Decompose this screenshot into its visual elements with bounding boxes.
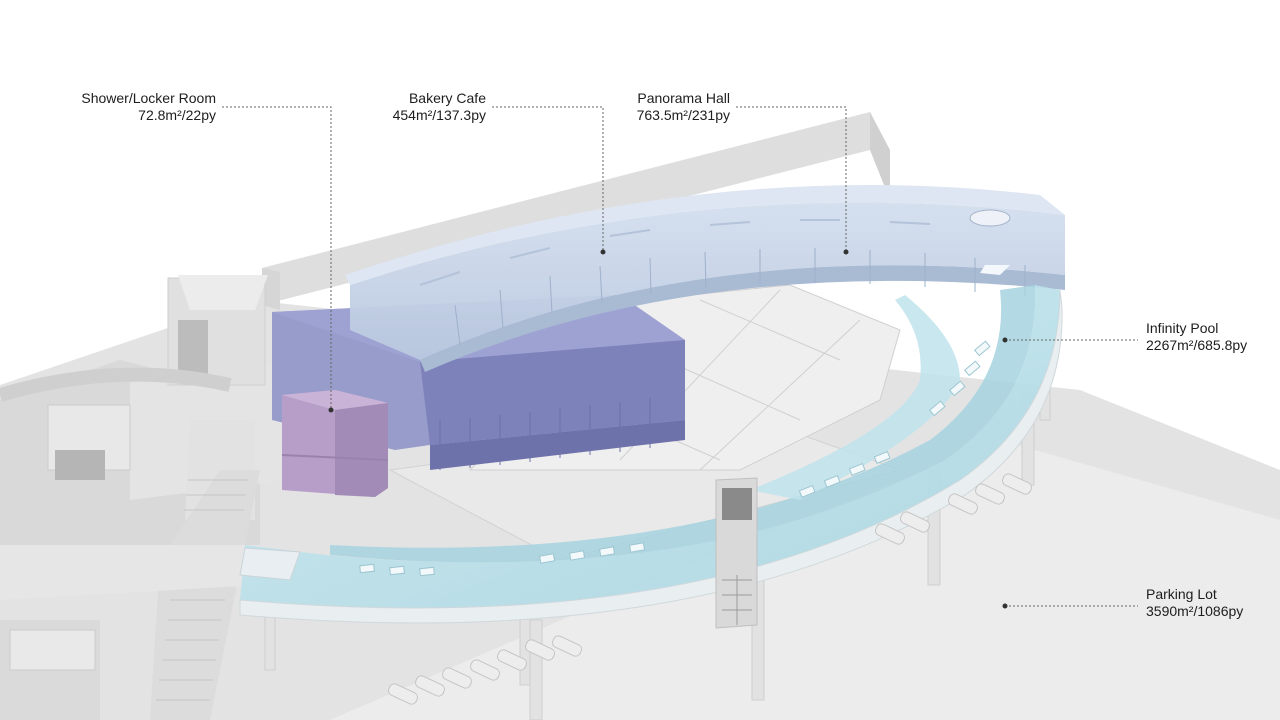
panorama-hall-area: 763.5m²/231py — [636, 107, 730, 123]
parking-lot-name: Parking Lot — [1146, 586, 1217, 602]
infinity-pool-area: 2267m²/685.8py — [1146, 337, 1248, 353]
panorama-hall-name: Panorama Hall — [637, 90, 730, 106]
leader-dots — [328, 249, 1008, 609]
infinity-pool-ring — [239, 285, 1063, 624]
bakery-cafe-label: Bakery Cafe 454m²/137.3py — [393, 90, 486, 124]
leader-line-panorama — [736, 106, 847, 252]
left-buildings — [0, 275, 290, 720]
shower-locker-room-area: 72.8m²/22py — [138, 107, 216, 123]
infinity-pool-name: Infinity Pool — [1146, 320, 1219, 336]
bakery-cafe-name: Bakery Cafe — [408, 90, 486, 106]
shower-locker-room-name: Shower/Locker Room — [81, 90, 216, 106]
parking-lot-area: 3590m²/1086py — [1146, 603, 1244, 619]
panorama-hall-block — [345, 185, 1065, 372]
parking-lot-label: Parking Lot 3590m²/1086py — [1146, 586, 1243, 620]
shower-locker-room-label: Shower/Locker Room 72.8m²/22py — [81, 90, 216, 124]
shower-locker-room-block — [281, 390, 389, 497]
bakery-cafe-area: 454m²/137.3py — [392, 107, 486, 123]
elevator-tower — [715, 477, 758, 629]
leader-lines — [222, 106, 1138, 607]
panorama-hall-label: Panorama Hall 763.5m²/231py — [637, 90, 730, 124]
leader-line-shower — [222, 106, 332, 410]
infinity-pool-label: Infinity Pool 2267m²/685.8py — [1146, 320, 1247, 354]
leader-line-bakery — [492, 106, 604, 252]
parked-cars — [388, 473, 1032, 705]
